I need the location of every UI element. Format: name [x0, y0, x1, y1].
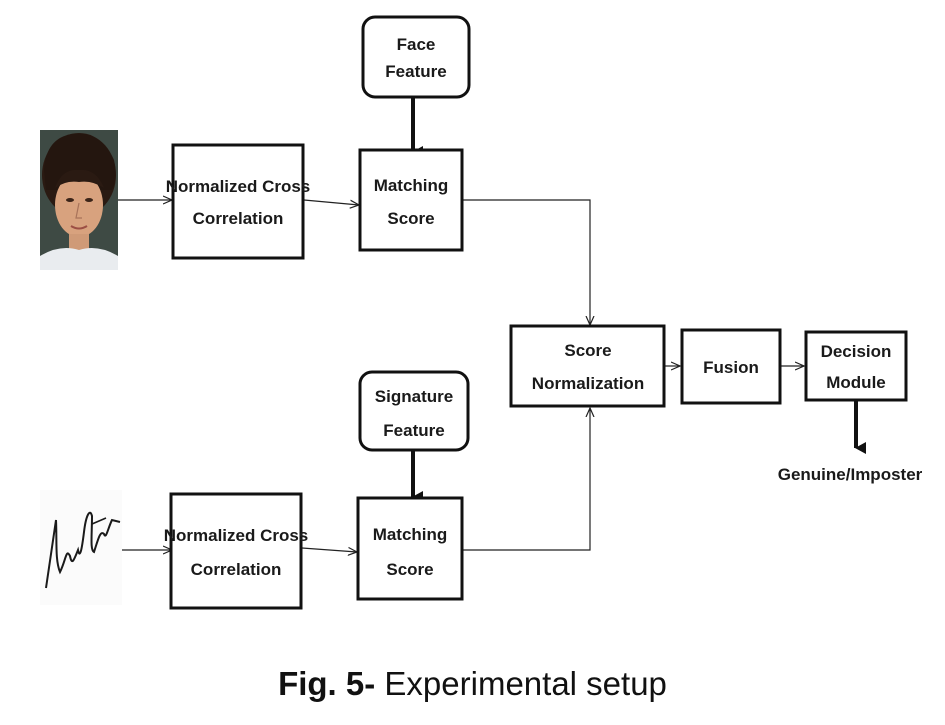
flow-connectors	[118, 200, 804, 552]
face-feature-line-1: Face	[397, 35, 436, 54]
face-photo	[40, 130, 118, 270]
score-normalization-box: Score Normalization	[509, 324, 666, 408]
figure-caption: Fig. 5- Experimental setup	[0, 665, 945, 703]
face-ncc-box: Normalized Cross Correlation	[166, 143, 311, 260]
score-normalization-line-2: Normalization	[532, 374, 644, 393]
output-label: Genuine/Imposter	[778, 465, 923, 484]
signature-ncc-box: Normalized Cross Correlation	[164, 492, 309, 610]
signature-matching-line-1: Matching	[373, 525, 448, 544]
fusion-box: Fusion	[680, 328, 782, 405]
face-ncc-line-2: Correlation	[193, 209, 284, 228]
face-feature-box: Face Feature	[361, 15, 471, 99]
signature-ncc-line-2: Correlation	[191, 560, 282, 579]
connector-signature-ncc-to-matching	[301, 548, 357, 552]
decision-module-line-1: Decision	[821, 342, 892, 361]
face-matching-line-2: Score	[387, 209, 434, 228]
signature-ncc-line-1: Normalized Cross	[164, 526, 309, 545]
experimental-setup-diagram: Face Feature Normalized Cross Correlatio…	[40, 15, 923, 610]
signature-matching-line-2: Score	[386, 560, 433, 579]
face-feature-line-2: Feature	[385, 62, 446, 81]
figure-title: Experimental setup	[375, 665, 667, 702]
connector-signature-matching-to-normalization	[462, 408, 590, 551]
feature-connectors	[411, 97, 866, 503]
face-matching-line-1: Matching	[374, 176, 449, 195]
face-ncc-line-1: Normalized Cross	[166, 177, 311, 196]
connector-face-ncc-to-matching	[303, 199, 359, 205]
face-matching-score-box: Matching Score	[358, 148, 464, 252]
connector-face-matching-to-normalization	[462, 199, 590, 325]
signature-feature-box: Signature Feature	[358, 370, 470, 452]
figure-number: Fig. 5-	[278, 665, 376, 702]
signature-sample	[40, 490, 122, 605]
signature-feature-line-1: Signature	[375, 387, 453, 406]
signature-matching-score-box: Matching Score	[356, 496, 464, 601]
fusion-label: Fusion	[703, 358, 759, 377]
signature-feature-line-2: Feature	[383, 421, 444, 440]
score-normalization-line-1: Score	[564, 341, 611, 360]
decision-module-box: Decision Module	[804, 330, 908, 402]
decision-module-line-2: Module	[826, 373, 886, 392]
